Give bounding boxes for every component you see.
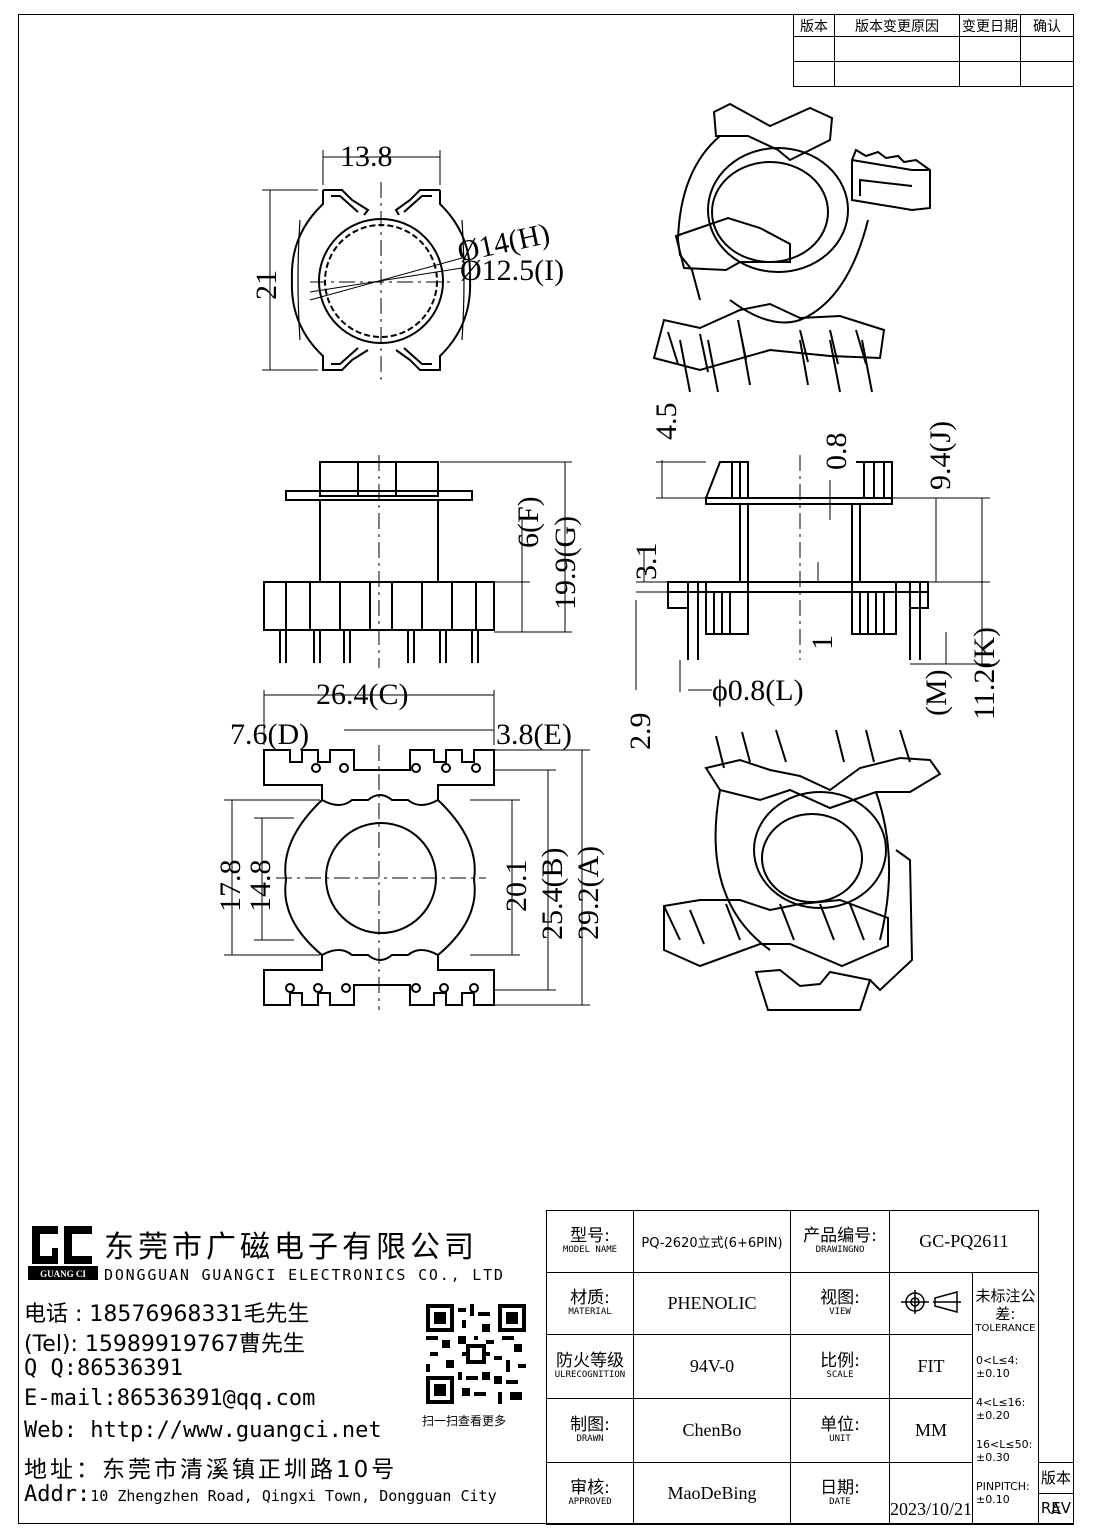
title-block: 型号:MODEL NAME PQ-2620立式(6+6PIN) 产品编号:DRA… xyxy=(546,1210,1075,1525)
company-qq: Q Q:86536391 xyxy=(24,1356,183,1381)
side-view xyxy=(263,455,572,668)
dim-3-1: 3.1 xyxy=(630,543,663,581)
material-label: 材质:MATERIAL xyxy=(546,1272,634,1335)
unit-label: 单位:UNIT xyxy=(790,1398,890,1463)
dim-top-height: 21 xyxy=(250,270,283,300)
qr-caption: 扫一扫查看更多 xyxy=(422,1414,507,1428)
unit-value: MM xyxy=(888,1398,974,1463)
model-label: 型号:MODEL NAME xyxy=(546,1210,634,1273)
section-view xyxy=(635,455,990,692)
dim-2-9: 2.9 xyxy=(624,713,657,751)
dim-d: 7.6(D) xyxy=(230,718,309,751)
drawingno-label: 产品编号:DRAWINGNO xyxy=(790,1210,890,1273)
company-web[interactable]: Web: http://www.guangci.net xyxy=(24,1418,382,1443)
top-view xyxy=(262,150,472,380)
dim-b: 25.4(B) xyxy=(536,848,569,941)
tolerance-line-4: PINPITCH: ±0.10 xyxy=(976,1480,1030,1506)
isometric-view-bottom xyxy=(663,729,942,1011)
company-address-cn: 地址：东莞市清溪镇正圳路10号 xyxy=(24,1457,398,1483)
rev-header-reason: 版本变更原因 xyxy=(834,14,960,37)
dim-1: 1 xyxy=(806,635,839,650)
dim-dia-i: Ø12.5(I) xyxy=(460,254,564,287)
approved-label: 审核:APPROVED xyxy=(546,1462,634,1525)
company-phone: 电话 : 18576968331毛先生 xyxy=(24,1302,310,1327)
company-address-en-line: Addr:10 Zhengzhen Road, Qingxi Town, Don… xyxy=(24,1482,497,1507)
drawn-value: ChenBo xyxy=(633,1398,791,1463)
dim-g: 19.9(G) xyxy=(549,516,582,610)
dim-m: (M) xyxy=(920,669,953,716)
dim-l: ϕ0.8(L) xyxy=(712,674,804,707)
qr-code[interactable] xyxy=(426,1304,526,1404)
technical-drawing: 13.8 21 Ø14(H) Ø12.5(I) 6(F) 19.9(G) 26.… xyxy=(214,102,1001,1011)
company-logo: GUANG CI xyxy=(28,1222,98,1280)
address-en: 10 Zhengzhen Road, Qingxi Town, Dongguan… xyxy=(90,1487,497,1505)
revision-table: 版本 版本变更原因 变更日期 确认 xyxy=(793,14,1074,87)
dim-e: 3.8(E) xyxy=(496,718,572,751)
dim-0-8: 0.8 xyxy=(820,433,853,471)
company-email: E-mail:86536391@qq.com xyxy=(24,1386,316,1411)
model-value: PQ-2620立式(6+6PIN) xyxy=(633,1210,791,1273)
isometric-view-top xyxy=(652,102,931,393)
tolerance-line-3: 16<L≤50: ±0.30 xyxy=(976,1438,1033,1464)
dim-f: 6(F) xyxy=(512,496,545,548)
drawingno-value: GC-PQ2611 xyxy=(889,1210,1039,1273)
dim-k: 11.2(K) xyxy=(968,627,1001,720)
rev-cell: 版本REV A xyxy=(1037,1462,1075,1525)
date-label: 日期:DATE xyxy=(790,1462,890,1525)
dimension-labels: 13.8 21 Ø14(H) Ø12.5(I) 6(F) 19.9(G) 26.… xyxy=(214,140,1001,940)
scale-value: FIT xyxy=(888,1334,974,1399)
projection-icon xyxy=(901,1289,961,1314)
view-label: 视图:VIEW xyxy=(790,1272,890,1335)
bottom-view xyxy=(224,690,590,1010)
dim-w1: 17.8 xyxy=(214,860,247,913)
dim-a: 29.2(A) xyxy=(572,846,605,940)
rev-label: 版本REV xyxy=(1038,1463,1073,1517)
dim-b-inner: 20.1 xyxy=(500,860,533,913)
date-value: 2023/10/21 xyxy=(888,1462,974,1525)
tolerance-line-1: 0<L≤4: ±0.10 xyxy=(976,1354,1019,1380)
tolerance-cell: 未标注公差:TOLERANCE 0<L≤4: ±0.10 4<L≤16: ±0.… xyxy=(972,1272,1039,1525)
ul-value: 94V-0 xyxy=(633,1334,791,1399)
approved-value: MaoDeBing xyxy=(633,1462,791,1525)
dim-w2: 14.8 xyxy=(244,860,277,913)
dim-j: 9.4(J) xyxy=(924,421,957,490)
scale-label: 比例:SCALE xyxy=(790,1334,890,1399)
projection-symbol xyxy=(888,1272,974,1335)
address-prefix: Addr: xyxy=(24,1482,91,1507)
company-tel: (Tel): 15989919767曹先生 xyxy=(24,1332,305,1357)
drawn-label: 制图:DRAWN xyxy=(546,1398,634,1463)
material-value: PHENOLIC xyxy=(633,1272,791,1335)
company-name-en: DONGGUAN GUANGCI ELECTRONICS CO., LTD xyxy=(104,1266,505,1284)
logo-text: GUANG CI xyxy=(40,1269,86,1279)
dim-top-width: 13.8 xyxy=(340,140,393,173)
company-name-cn: 东莞市广磁电子有限公司 xyxy=(104,1230,478,1265)
dim-4-5: 4.5 xyxy=(650,403,683,441)
dim-c: 26.4(C) xyxy=(316,678,409,711)
rev-value: A xyxy=(1050,1500,1062,1518)
tolerance-line-2: 4<L≤16: ±0.20 xyxy=(976,1396,1026,1422)
